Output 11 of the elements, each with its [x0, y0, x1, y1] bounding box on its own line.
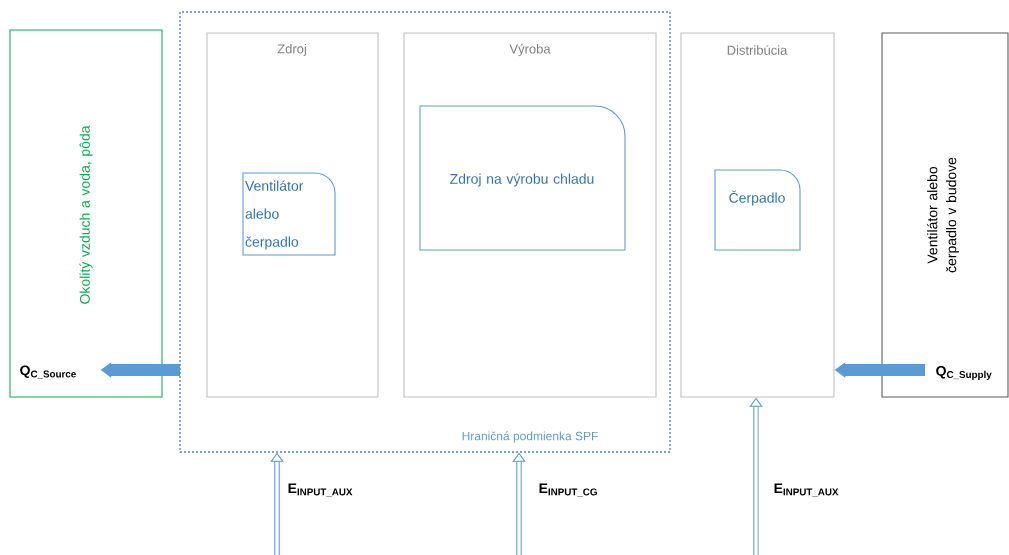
edge-label: E$_{INPUT_AUX}$	[774, 483, 839, 497]
edge-label: Q$_{C_Supply}$	[936, 366, 992, 380]
arrow	[512, 452, 526, 555]
edge-label: E$_{INPUT_CG}$	[539, 483, 597, 497]
arrow	[749, 397, 763, 555]
edge-label: Q$_{C_Source}$	[20, 365, 76, 379]
component-box: Čerpadlo	[714, 169, 801, 251]
component-box: Zdroj na výrobu chladu	[419, 105, 626, 251]
edge-label: E$_{INPUT_AUX}$	[288, 483, 353, 497]
component-box: Ventilátor alebo čerpadlo	[242, 172, 336, 256]
arrow	[270, 452, 284, 555]
